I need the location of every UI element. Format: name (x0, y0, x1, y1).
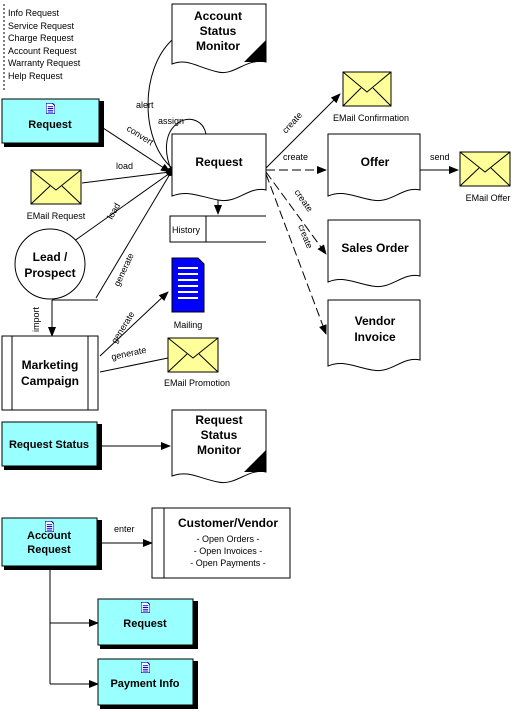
marketing-label-line: Campaign (21, 374, 79, 388)
edge-create-confirmation (263, 93, 341, 171)
history-node: History (169, 215, 266, 243)
label-create-vendor-invoice: create (296, 223, 315, 250)
payment-info-node[interactable]: Payment Info (97, 658, 198, 709)
customer-vendor-line: - Open Payments - (190, 558, 266, 568)
label-alert: alert (136, 100, 154, 110)
edge-create-sales-order (265, 171, 327, 255)
status-monitor-line: Monitor (197, 443, 241, 457)
request-form-label: Request (28, 119, 72, 131)
request-type-item: Help Request (8, 71, 63, 81)
document-icon (141, 662, 150, 673)
email-promotion-node: EMail Promotion (164, 337, 230, 388)
vendor-invoice-node: Vendor Invoice (327, 299, 421, 372)
request-type-item: Charge Request (8, 33, 74, 43)
offer-label: Offer (361, 155, 390, 169)
label-assign: assign (158, 116, 184, 126)
request-status-label: Request Status (9, 439, 89, 451)
monitor-title-line: Account (194, 9, 242, 23)
edge-create-vendor-invoice (265, 173, 327, 335)
email-offer-label: EMail Offer (466, 193, 511, 203)
request-status-node[interactable]: Request Status (1, 421, 102, 470)
label-send: send (430, 152, 450, 162)
label-enter: enter (114, 524, 135, 534)
request-document-label: Request (195, 155, 242, 169)
mailing-label: Mailing (174, 320, 203, 330)
request-status-monitor-node: Request Status Monitor (171, 409, 267, 484)
email-confirmation-label: EMail Confirmation (333, 113, 409, 123)
edge-generate-promo (99, 357, 169, 373)
account-request-label-line: Account (27, 530, 71, 542)
status-monitor-line: Status (201, 428, 238, 442)
email-confirmation-node: EMail Confirmation (333, 71, 409, 123)
customer-vendor-title: Customer/Vendor (178, 516, 278, 530)
customer-vendor-node: Customer/Vendor - Open Orders - - Open I… (151, 507, 291, 579)
label-import: import (31, 306, 41, 332)
edge-alert (147, 39, 173, 169)
email-request-node: EMail Request (27, 169, 86, 221)
account-request-label-line: Request (27, 544, 71, 556)
monitor-title-line: Status (200, 24, 237, 38)
edges (3, 4, 459, 688)
edge-convert (99, 125, 171, 173)
request-sub-node[interactable]: Request (97, 598, 198, 649)
label-create-offer: create (283, 152, 308, 162)
email-offer-node: EMail Offer (459, 151, 511, 203)
sales-order-node: Sales Order (327, 219, 421, 288)
label-load-lead: load (105, 201, 122, 221)
email-request-label: EMail Request (27, 211, 86, 221)
label-generate-promo: generate (110, 345, 147, 362)
edge-generate-lead (95, 173, 171, 299)
payment-info-label: Payment Info (110, 678, 179, 690)
account-status-monitor-node: Account Status Monitor (171, 3, 267, 74)
lead-label-line: Prospect (24, 266, 75, 280)
request-types-list: Info Request Service Request Charge Requ… (8, 8, 81, 81)
request-document-node: Request (171, 133, 267, 202)
document-icon (46, 103, 55, 114)
label-load-email: load (116, 161, 133, 171)
edge-assign (165, 118, 207, 173)
customer-vendor-line: - Open Orders - (196, 534, 259, 544)
request-form-node[interactable]: Request (1, 98, 104, 147)
request-type-item: Service Request (8, 21, 75, 31)
label-create-confirmation: create (280, 110, 304, 135)
request-type-item: Account Request (8, 46, 77, 56)
edge-load-lead (69, 172, 171, 245)
label-generate-lead: generate (112, 251, 136, 287)
request-type-item: Warranty Request (8, 58, 81, 68)
history-label: History (172, 225, 201, 235)
monitor-title-line: Monitor (196, 39, 240, 53)
lead-prospect-node: Lead / Prospect (14, 228, 86, 300)
lead-label-line: Lead / (33, 250, 68, 264)
offer-node: Offer (327, 133, 421, 202)
account-request-node[interactable]: Account Request (1, 517, 102, 570)
request-sub-label: Request (123, 618, 167, 630)
marketing-campaign-node: Marketing Campaign (1, 335, 99, 411)
sales-order-label: Sales Order (341, 241, 409, 255)
marketing-label-line: Marketing (22, 358, 79, 372)
mailing-node: Mailing (171, 257, 205, 330)
label-generate-mailing: generate (109, 310, 136, 345)
edge-generate-mailing (99, 291, 169, 357)
email-promotion-label: EMail Promotion (164, 378, 230, 388)
edge-load-email (81, 171, 171, 184)
label-create-sales-order: create (292, 187, 315, 213)
customer-vendor-line: - Open Invoices - (194, 546, 263, 556)
document-icon (141, 602, 150, 613)
vendor-invoice-label-line: Vendor (355, 314, 396, 328)
vendor-invoice-label-line: Invoice (354, 330, 396, 344)
status-monitor-line: Request (195, 413, 242, 427)
label-convert: convert (125, 123, 156, 147)
request-type-item: Info Request (8, 8, 60, 18)
